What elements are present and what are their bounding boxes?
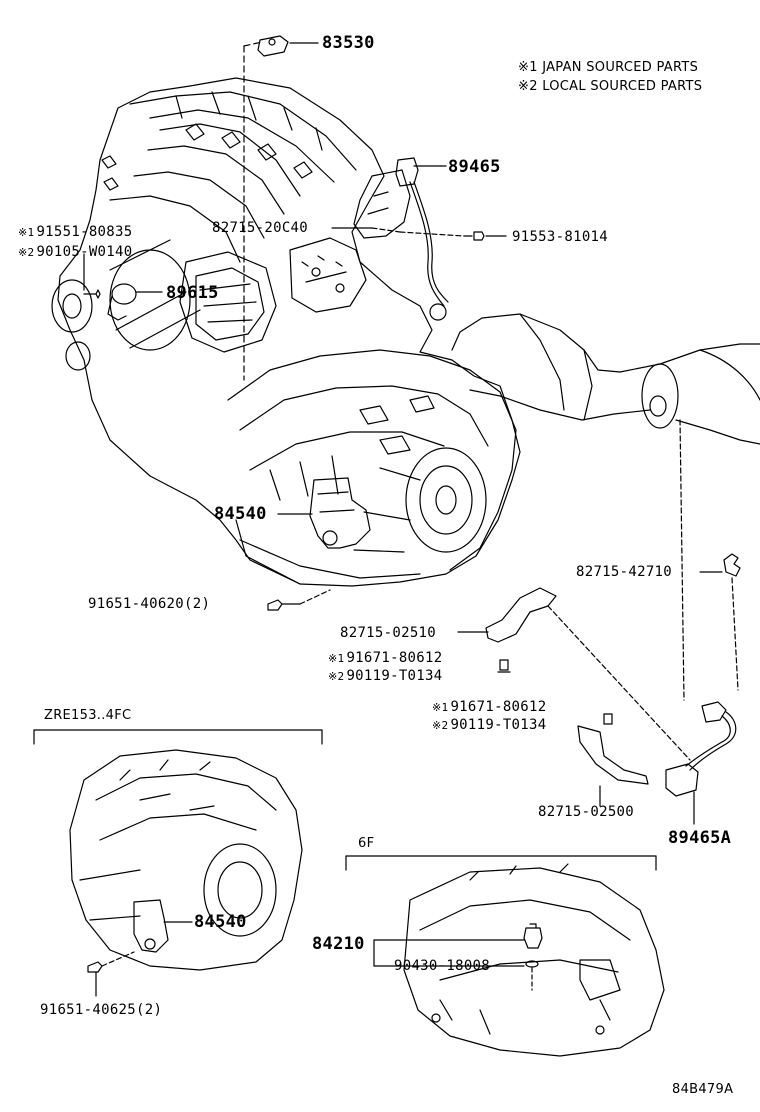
exhaust-pipe-drawing [451, 313, 760, 445]
part-84210: 84210 [312, 934, 365, 954]
part-91651-40620: 91651-40620(2) [88, 596, 211, 612]
mark-2: ※2 [18, 246, 35, 259]
part-91553-81014: 91553-81014 [512, 229, 609, 245]
part-89615: 89615 [166, 283, 219, 303]
engine-transaxle-drawing [51, 77, 521, 587]
knock-sensor-89615 [83, 253, 163, 321]
part-82715-02500: 82715-02500 [538, 804, 635, 820]
section-label-6f: 6F [358, 836, 375, 851]
six-f-transaxle-drawing [373, 863, 665, 1057]
part-82715-02510: 82715-02510 [340, 625, 437, 641]
part-89465a: 89465A [668, 828, 732, 848]
part-82715-42710: 82715-42710 [576, 564, 673, 580]
note-japan-sourced: ※1 JAPAN SOURCED PARTS [518, 60, 699, 75]
mark-1: ※1 [18, 226, 35, 239]
zre-transaxle-drawing [69, 749, 303, 997]
zre-section-bracket [33, 729, 323, 745]
neutral-start-switch-top [267, 477, 371, 611]
diagram-code: 84B479A [672, 1082, 734, 1097]
part-90430-18008: 90430-18008 [394, 958, 491, 974]
part-84540-bottom: 84540 [194, 912, 247, 932]
section-label-zre153: ZRE153..4FC [44, 708, 132, 723]
oxygen-sensor-89465 [331, 157, 507, 321]
part-84540-top: 84540 [214, 504, 267, 524]
part-91651-40625: 91651-40625(2) [40, 1002, 163, 1018]
part-82715-20c40: 82715-20C40 [212, 220, 309, 236]
sensor-brackets [457, 419, 741, 825]
oil-pressure-switch-83530 [243, 35, 319, 381]
part-89465: 89465 [448, 157, 501, 177]
note-local-sourced: ※2 LOCAL SOURCED PARTS [518, 79, 703, 94]
part-83530: 83530 [322, 33, 375, 53]
six-f-section-bracket [345, 855, 657, 871]
